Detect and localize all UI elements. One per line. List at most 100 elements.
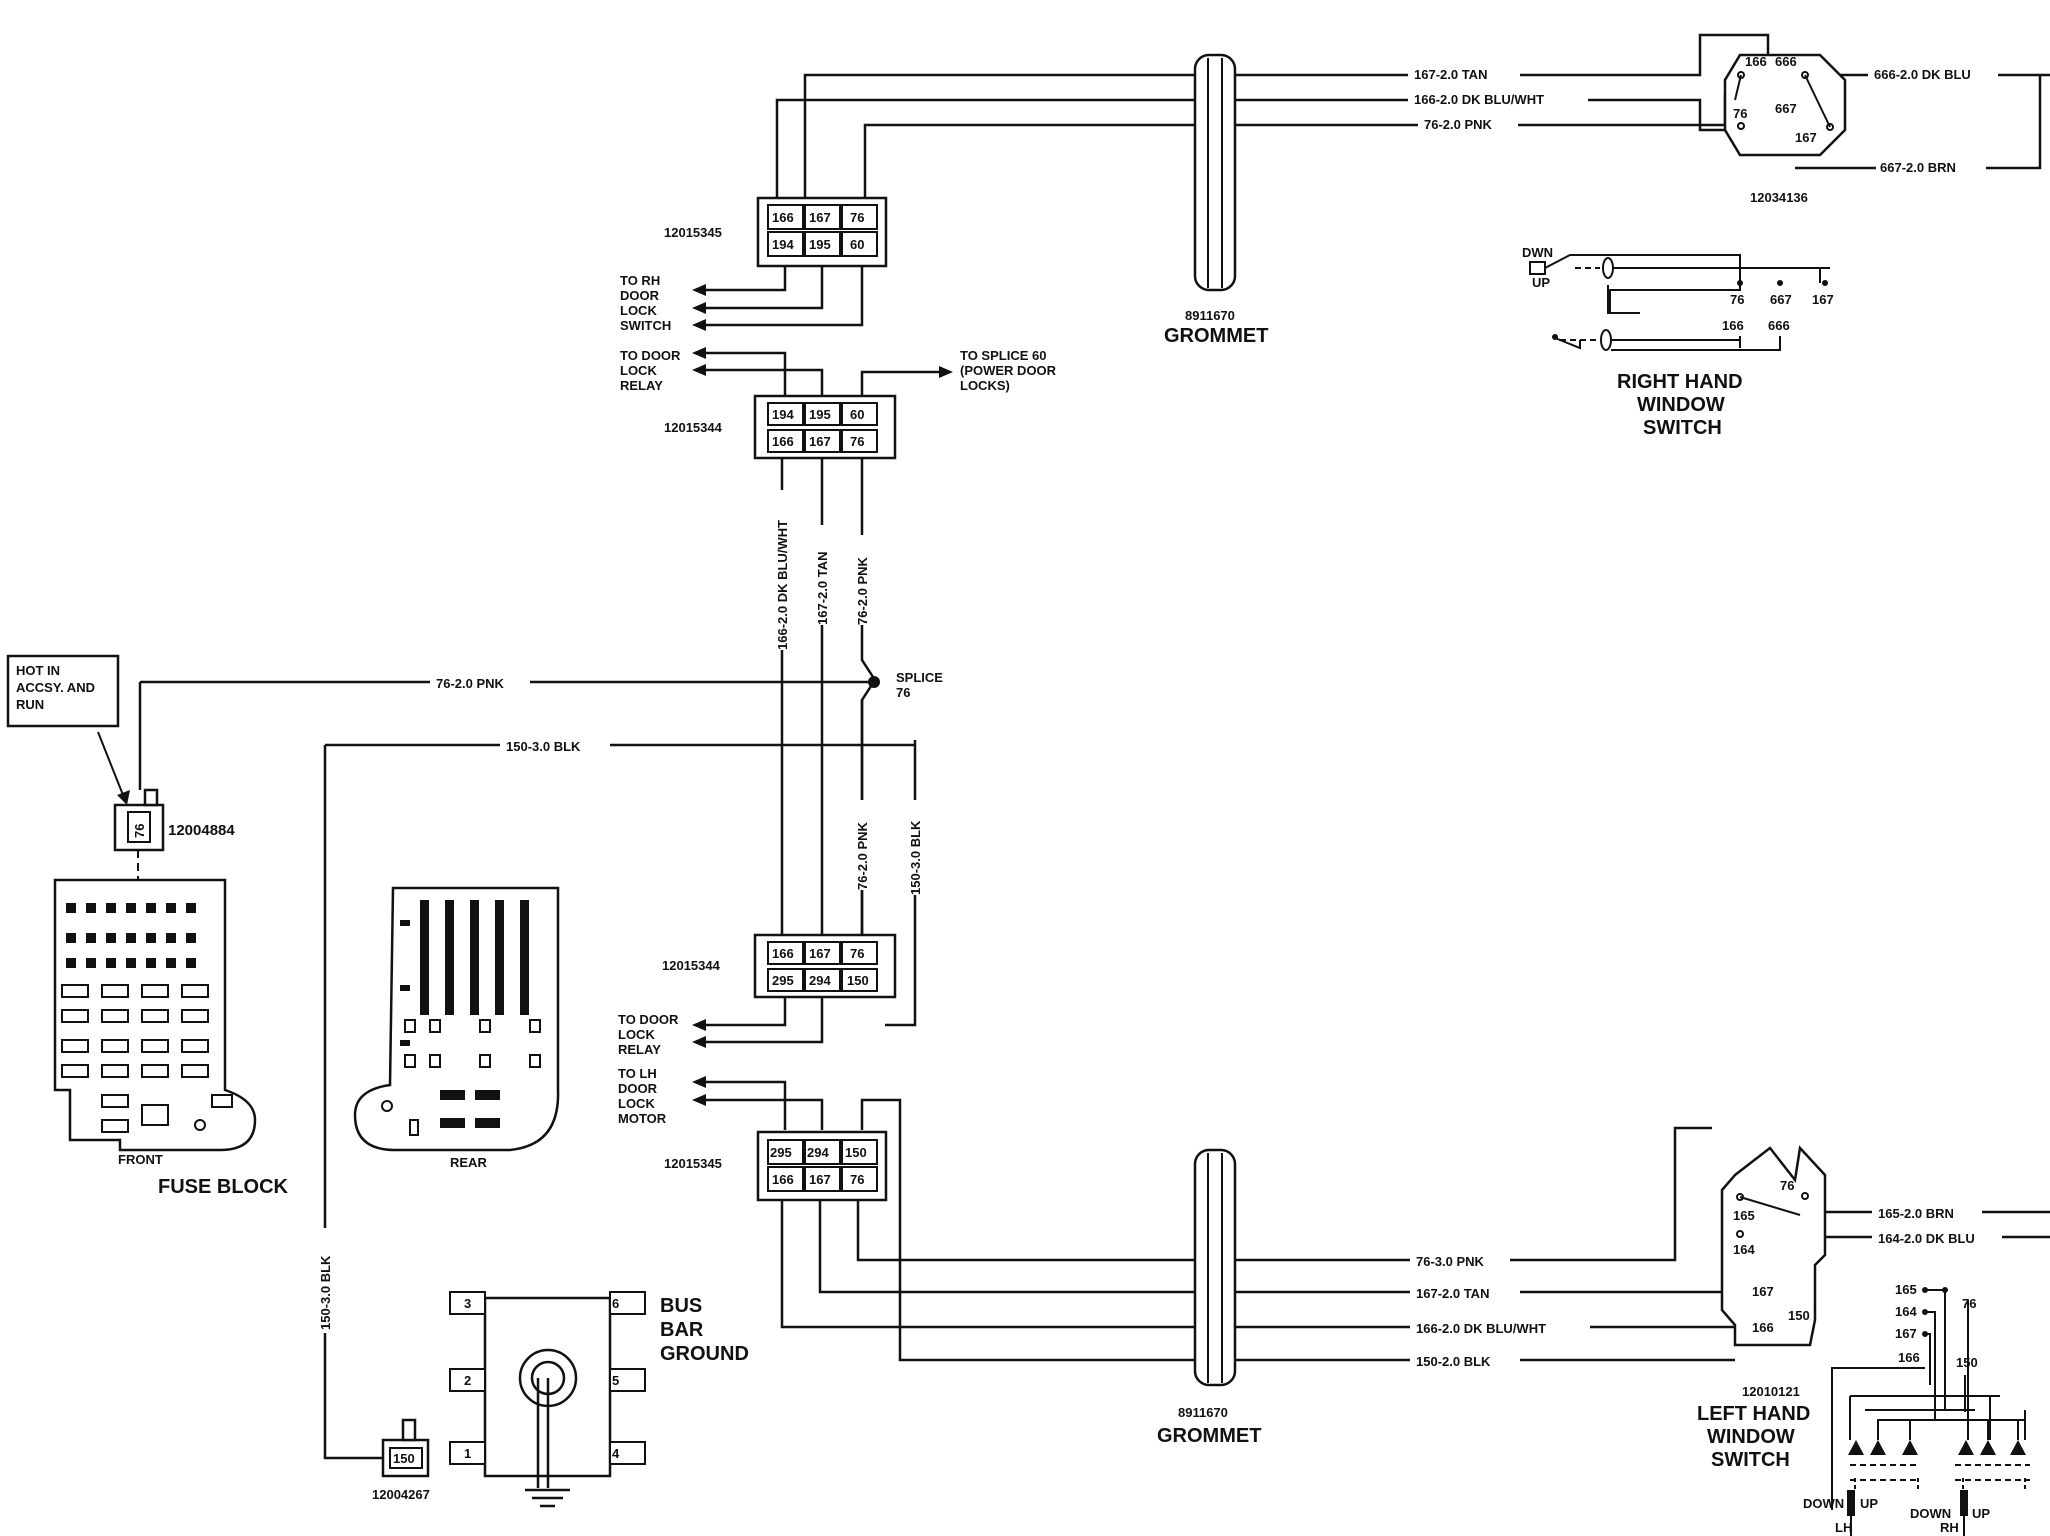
- hot-note-line3: RUN: [16, 697, 44, 712]
- c1-part-number: 12015345: [664, 225, 722, 240]
- c4-pin-294: 294: [807, 1145, 829, 1160]
- lh-switch-part: 12010121: [1742, 1384, 1800, 1399]
- vertical-wire-labels: 166-2.0 DK BLU/WHT 167-2.0 TAN 76-2.0 PN…: [770, 490, 943, 895]
- c2-pin-60: 60: [850, 407, 864, 422]
- c4-pin-150: 150: [845, 1145, 867, 1160]
- lh-motor-line4: MOTOR: [618, 1111, 667, 1126]
- lh-pin-164: 164: [1733, 1242, 1755, 1257]
- rh-sch-76: 76: [1730, 292, 1744, 307]
- rh-title-3: SWITCH: [1643, 417, 1722, 439]
- lh-lh: LH: [1835, 1520, 1852, 1535]
- fuse-block-front: FRONT FUSE BLOCK: [53, 878, 289, 1198]
- wire-label-165-brn: 165-2.0 BRN: [1878, 1206, 1954, 1221]
- c3-pin-294: 294: [809, 973, 831, 988]
- c3-part-number: 12015344: [662, 958, 721, 973]
- bus-pin-2: 2: [464, 1373, 471, 1388]
- lh-sch-150: 150: [1956, 1355, 1978, 1370]
- rh-door-lock-switch-wires: TO RH DOOR LOCK SWITCH: [620, 266, 864, 333]
- wire-label-76-pnk: 76-2.0 PNK: [1424, 117, 1493, 132]
- lh-pin-76: 76: [1780, 1178, 1794, 1193]
- rh-sch-667: 667: [1770, 292, 1792, 307]
- lh-down-rh: DOWN: [1910, 1506, 1951, 1521]
- wire-label-164-dk-blu: 164-2.0 DK BLU: [1878, 1231, 1975, 1246]
- bus-bar-title-1: BUS: [660, 1295, 702, 1317]
- rh-title-2: WINDOW: [1637, 394, 1725, 416]
- wire-label-166-dk-blu-wht: 166-2.0 DK BLU/WHT: [1414, 92, 1544, 107]
- upper-wire-labels: 167-2.0 TAN 166-2.0 DK BLU/WHT 76-2.0 PN…: [1408, 64, 1998, 175]
- lh-sch-164: 164: [1895, 1304, 1917, 1319]
- door-relay-top-line3: RELAY: [620, 378, 663, 393]
- hot-note-line1: HOT IN: [16, 663, 60, 678]
- c2-part-number: 12015344: [664, 420, 723, 435]
- c1-pin-167: 167: [809, 210, 831, 225]
- door-relay-top-line1: TO DOOR: [620, 348, 681, 363]
- vlabel-166: 166-2.0 DK BLU/WHT: [775, 520, 790, 650]
- fuse-block-rear-label: REAR: [450, 1155, 487, 1170]
- c1-pin-76: 76: [850, 210, 864, 225]
- grommet-lower: 8911670 GROMMET: [1157, 1148, 1261, 1447]
- c1-pin-166: 166: [772, 210, 794, 225]
- rh-door-switch-line4: SWITCH: [620, 318, 671, 333]
- rh-pin-76: 76: [1733, 106, 1747, 121]
- vlabel-76b: 76-2.0 PNK: [855, 821, 870, 890]
- c4-pin-166: 166: [772, 1172, 794, 1187]
- upper-harness: [775, 33, 2050, 225]
- feed-blk-label: 150-3.0 BLK: [506, 739, 581, 754]
- rh-title-1: RIGHT HAND: [1617, 371, 1743, 393]
- lh-pin-166: 166: [1752, 1320, 1774, 1335]
- wire-label-167-tan: 167-2.0 TAN: [1414, 67, 1487, 82]
- fuse-connector: 76 12004884: [113, 788, 235, 940]
- rh-sch-167: 167: [1812, 292, 1834, 307]
- connector-c1: 166 167 76 194 195 60 12015345: [664, 196, 888, 268]
- wire-label-76-3-pnk: 76-3.0 PNK: [1416, 1254, 1485, 1269]
- wire-label-666-dk-blu: 666-2.0 DK BLU: [1874, 67, 1971, 82]
- rh-pin-667: 667: [1775, 101, 1797, 116]
- lh-sch-76: 76: [1962, 1296, 1976, 1311]
- lh-window-switch: 76 165 164 167 166 150 12010121 LEFT HAN…: [1697, 1145, 2030, 1536]
- grommet-upper-label: GROMMET: [1164, 325, 1268, 347]
- hot-note-line2: ACCSY. AND: [16, 680, 95, 695]
- c2-pin-195: 195: [809, 407, 831, 422]
- wire-label-lower-150: 150-2.0 BLK: [1416, 1354, 1491, 1369]
- fuse-connector-part: 12004884: [168, 822, 235, 839]
- rh-pin-166: 166: [1745, 54, 1767, 69]
- ground-connector-part: 12004267: [372, 1487, 430, 1502]
- grommet-lower-part: 8911670: [1178, 1405, 1228, 1420]
- lower-wire-labels: 76-3.0 PNK 167-2.0 TAN 166-2.0 DK BLU/WH…: [1410, 1203, 2002, 1369]
- hot-note: HOT IN ACCSY. AND RUN: [6, 654, 142, 805]
- door-relay-bottom-line1: TO DOOR: [618, 1012, 679, 1027]
- lh-motor-line2: DOOR: [618, 1081, 658, 1096]
- c3-pin-167: 167: [809, 946, 831, 961]
- door-relay-top-line2: LOCK: [620, 363, 657, 378]
- lh-sch-167: 167: [1895, 1326, 1917, 1341]
- wire-label-lower-167: 167-2.0 TAN: [1416, 1286, 1489, 1301]
- lh-pin-150: 150: [1788, 1308, 1810, 1323]
- rh-door-switch-line1: TO RH: [620, 273, 660, 288]
- c2-pin-76: 76: [850, 434, 864, 449]
- door-relay-bottom-line3: RELAY: [618, 1042, 661, 1057]
- grommet-upper-part: 8911670: [1185, 308, 1235, 323]
- rh-pin-167: 167: [1795, 130, 1817, 145]
- ground-circuit: 150-3.0 BLK 150 12004267: [314, 745, 430, 1502]
- lh-up: UP: [1860, 1496, 1878, 1511]
- bus-pin-4: 4: [612, 1446, 620, 1461]
- c2-pin-194: 194: [772, 407, 794, 422]
- lh-sch-166: 166: [1898, 1350, 1920, 1365]
- lh-title-2: WINDOW: [1707, 1426, 1795, 1448]
- c1-pin-60: 60: [850, 237, 864, 252]
- lh-motor-line3: LOCK: [618, 1096, 655, 1111]
- bus-bar-ground: 3 6 2 5 1 4 BUS BAR GROUND: [449, 1291, 749, 1508]
- rh-down: DWN: [1522, 245, 1553, 260]
- lh-pin-165: 165: [1733, 1208, 1755, 1223]
- connector-c2: 194 195 60 166 167 76 12015344 TO DOOR L…: [620, 347, 1057, 460]
- lh-title-1: LEFT HAND: [1697, 1403, 1810, 1425]
- rh-sch-166: 166: [1722, 318, 1744, 333]
- lh-sch-165: 165: [1895, 1282, 1917, 1297]
- wire-label-lower-166: 166-2.0 DK BLU/WHT: [1416, 1321, 1546, 1336]
- door-relay-bottom-line2: LOCK: [618, 1027, 655, 1042]
- ground-connector-pin: 150: [393, 1451, 415, 1466]
- splice60-line2: (POWER DOOR: [960, 363, 1057, 378]
- bus-pin-1: 1: [464, 1446, 471, 1461]
- vlabel-76: 76-2.0 PNK: [855, 556, 870, 625]
- vlabel-150-left: 150-3.0 BLK: [318, 1255, 333, 1330]
